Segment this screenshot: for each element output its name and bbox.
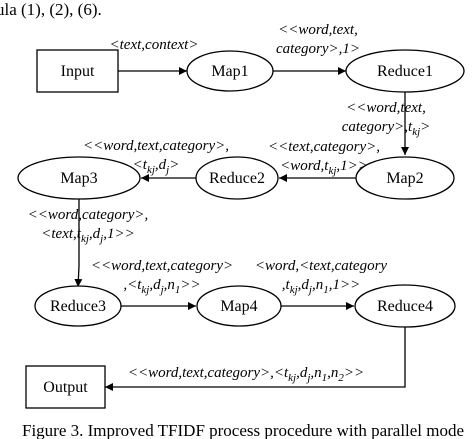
node-input-label: Input — [61, 63, 95, 80]
edge-label-map4-reduce4: <word,<text,category,tkj,dj,n1,1>> — [255, 258, 388, 296]
node-map1-label: Map1 — [211, 63, 248, 80]
edge-label-input-map1: <text,context> — [110, 37, 199, 53]
edge-label-map3-reduce3: <<word,category>,<text,tkj,dj,1>> — [28, 207, 149, 245]
node-map2: Map2 — [355, 156, 455, 200]
node-reduce1: Reduce1 — [345, 49, 465, 93]
node-output: Output — [25, 365, 106, 409]
node-reduce4: Reduce4 — [354, 284, 456, 328]
figure-caption: Figure 3. Improved TFIDF process procedu… — [22, 421, 464, 439]
edge-label-map2-reduce2: <<text,category>,<word,tkj,1>> — [268, 139, 380, 177]
node-map2-label: Map2 — [386, 170, 423, 187]
edge-map3-reduce3 — [74, 199, 83, 288]
edge-label-reduce4-output: <<word,text,category>,<tkj,dj,n1,n2>> — [128, 365, 364, 384]
node-map3: Map3 — [17, 156, 141, 200]
node-reduce3-label: Reduce3 — [50, 298, 106, 315]
node-reduce2: Reduce2 — [195, 156, 279, 200]
edge-label-reduce3-map4: <<word,text,category>,<tkj,dj,n1>> — [91, 258, 233, 296]
node-reduce4-label: Reduce4 — [377, 298, 433, 315]
node-map3-label: Map3 — [60, 170, 97, 187]
node-map4-label: Map4 — [220, 298, 257, 315]
edge-label-reduce2-map3: <<word,text,category>,<tkj,dj> — [83, 138, 229, 176]
node-map1: Map1 — [186, 50, 274, 92]
node-reduce1-label: Reduce1 — [377, 63, 433, 80]
node-reduce3: Reduce3 — [34, 285, 122, 327]
node-reduce2-label: Reduce2 — [209, 170, 265, 187]
edge-label-reduce1-map2: <<word,text,category>,tkj> — [342, 100, 431, 138]
edge-label-map1-reduce1: <<word,text,category>,1> — [276, 22, 360, 57]
node-output-label: Output — [43, 379, 88, 396]
edge-reduce4-output — [105, 326, 406, 391]
node-map4: Map4 — [196, 285, 282, 327]
node-input: Input — [36, 49, 119, 93]
top-body-text: ula (1), (2), (6). — [0, 0, 102, 19]
